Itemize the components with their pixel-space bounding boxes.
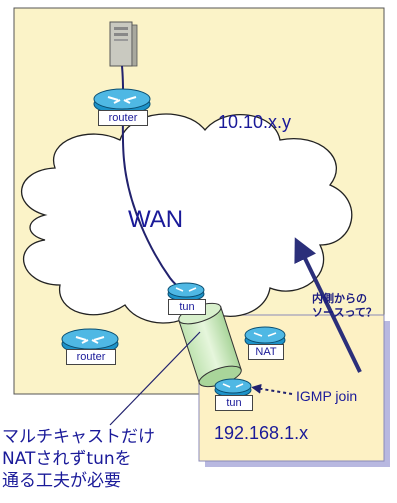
router-tun-wan-label: tun: [168, 299, 206, 315]
router-tun-lan-label: tun: [215, 395, 253, 411]
cloud-icon: [20, 113, 353, 324]
router-top-label: router: [98, 110, 148, 126]
source-question-note: 内側からの ソースって？: [312, 292, 377, 319]
router-nat-label: NAT: [248, 344, 284, 360]
lan-network-label: 192.168.1.x: [214, 423, 309, 443]
router-tun-wan-icon: [167, 282, 205, 302]
router-left-label: router: [66, 349, 116, 365]
server-icon: [109, 21, 138, 67]
router-tun-lan-icon: [214, 378, 252, 398]
wan-label: WAN: [128, 206, 184, 233]
caption-note: マルチキャストだけ NATされずtunを 通る工夫が必要: [2, 427, 155, 491]
source-arrow: [294, 237, 362, 373]
outer-network-label: 10.10.x.y: [218, 112, 292, 132]
router-top-icon: [93, 88, 151, 115]
igmp-arrow: [251, 383, 293, 395]
caption-pointer: [109, 331, 201, 426]
igmp-join-label: IGMP join: [296, 388, 358, 404]
